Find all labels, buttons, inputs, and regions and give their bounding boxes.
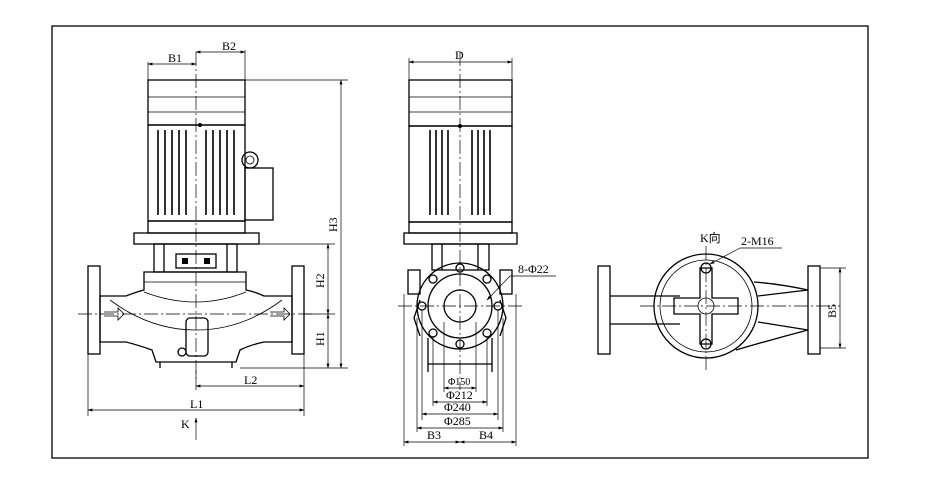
dim-b4: B4 <box>479 428 493 442</box>
bolt-hole-callout: 8-Φ22 <box>518 262 549 276</box>
side-motor-body <box>408 125 513 223</box>
dim-b3: B3 <box>427 428 441 442</box>
front-dimensions: B1 B2 H3 H2 H1 L2 L1 K <box>87 39 348 440</box>
dim-h1: H1 <box>313 331 327 346</box>
side-dimensions: D 8-Φ22 Φ150 Φ212 Φ240 Φ285 B3 B4 <box>403 48 556 446</box>
outlet-flange <box>291 265 305 355</box>
pump-casing <box>99 271 293 363</box>
inlet-flange <box>87 265 101 355</box>
dim-phi150: Φ150 <box>448 377 470 388</box>
dim-phi212: Φ212 <box>446 388 473 402</box>
terminal-box <box>244 167 274 221</box>
lifting-eye <box>241 151 259 169</box>
side-motor-fins <box>429 130 491 215</box>
view-k-arrow-label: K <box>181 417 190 431</box>
dim-b2: B2 <box>222 39 236 53</box>
motor-flange <box>133 232 260 245</box>
dim-b5: B5 <box>825 304 839 318</box>
k-outlet-flange <box>807 265 821 355</box>
motor-body <box>147 124 246 222</box>
motor-top-cap <box>147 79 246 126</box>
m16-callout: 2-M16 <box>741 234 774 248</box>
dim-b1: B1 <box>168 51 182 65</box>
dim-h3: H3 <box>326 217 340 232</box>
k-inlet-flange <box>597 265 611 355</box>
dim-d: D <box>455 48 464 62</box>
dim-phi285: Φ285 <box>444 414 471 428</box>
drawing-frame <box>51 25 869 459</box>
motor-fins <box>157 130 235 215</box>
side-motor-cap <box>408 79 513 127</box>
k-view-dimensions: K向 2-M16 B5 <box>700 230 846 349</box>
k-view-title: K向 <box>700 230 721 245</box>
dim-phi240: Φ240 <box>444 400 471 414</box>
dim-l1: L1 <box>190 397 203 411</box>
k-view <box>597 246 840 370</box>
dim-l2: L2 <box>244 373 257 387</box>
front-view <box>78 52 312 380</box>
dim-h2: H2 <box>313 273 327 288</box>
side-view <box>398 52 522 390</box>
